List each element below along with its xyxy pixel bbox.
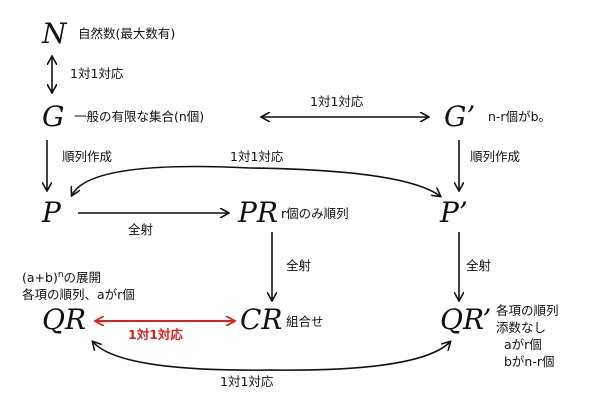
node-n: N	[42, 17, 67, 50]
qr-desc-expr: (a+b)	[22, 270, 58, 286]
qr-desc-tail: の展開	[63, 270, 102, 286]
arrow-p-p2	[72, 165, 440, 196]
g-prime-description: n-r個がb。	[488, 109, 552, 124]
node-qr-prime: QR’	[440, 303, 492, 336]
cr-description: 組合せ	[286, 314, 324, 329]
label-qr-qr2: 1対1対応	[220, 374, 274, 389]
label-qr-cr: 1対1対応	[128, 327, 183, 342]
label-p2-qr2: 全射	[466, 258, 492, 273]
qr2-description-line1: 各項の順列	[496, 303, 559, 318]
arrow-qr-qr2	[93, 342, 450, 371]
label-p-pr: 全射	[128, 222, 154, 237]
n-description: 自然数(最大数有)	[78, 26, 176, 41]
qr2-description-line4: bがn-r個	[504, 354, 555, 369]
node-g-prime: G’	[444, 100, 476, 133]
g-description: 一般の有限な集合(n個)	[74, 109, 205, 124]
label-p-p2: 1対1対応	[230, 149, 284, 164]
label-g2-p2: 順列作成	[470, 149, 521, 164]
node-g: G	[42, 100, 65, 133]
node-pr: PR	[238, 196, 278, 229]
label-n-g: 1対1対応	[70, 66, 124, 81]
node-qr: QR	[42, 303, 87, 336]
qr2-description-line2: 添数なし	[496, 320, 547, 335]
qr-desc-exponent: n	[57, 270, 64, 280]
node-cr: CR	[240, 303, 283, 336]
label-pr-cr: 全射	[286, 258, 312, 273]
label-g-g2: 1対1対応	[310, 94, 364, 109]
qr-description-line2: 各項の順列、aがr個	[22, 287, 135, 302]
label-g-p: 順列作成	[62, 149, 113, 164]
qr2-description-line3: aがr個	[504, 337, 542, 352]
qr-description-line1: (a+b)nの展開	[22, 269, 101, 287]
node-p: P	[42, 196, 61, 229]
node-p-prime: P’	[440, 196, 468, 229]
pr-description: r個のみ順列	[281, 206, 349, 221]
